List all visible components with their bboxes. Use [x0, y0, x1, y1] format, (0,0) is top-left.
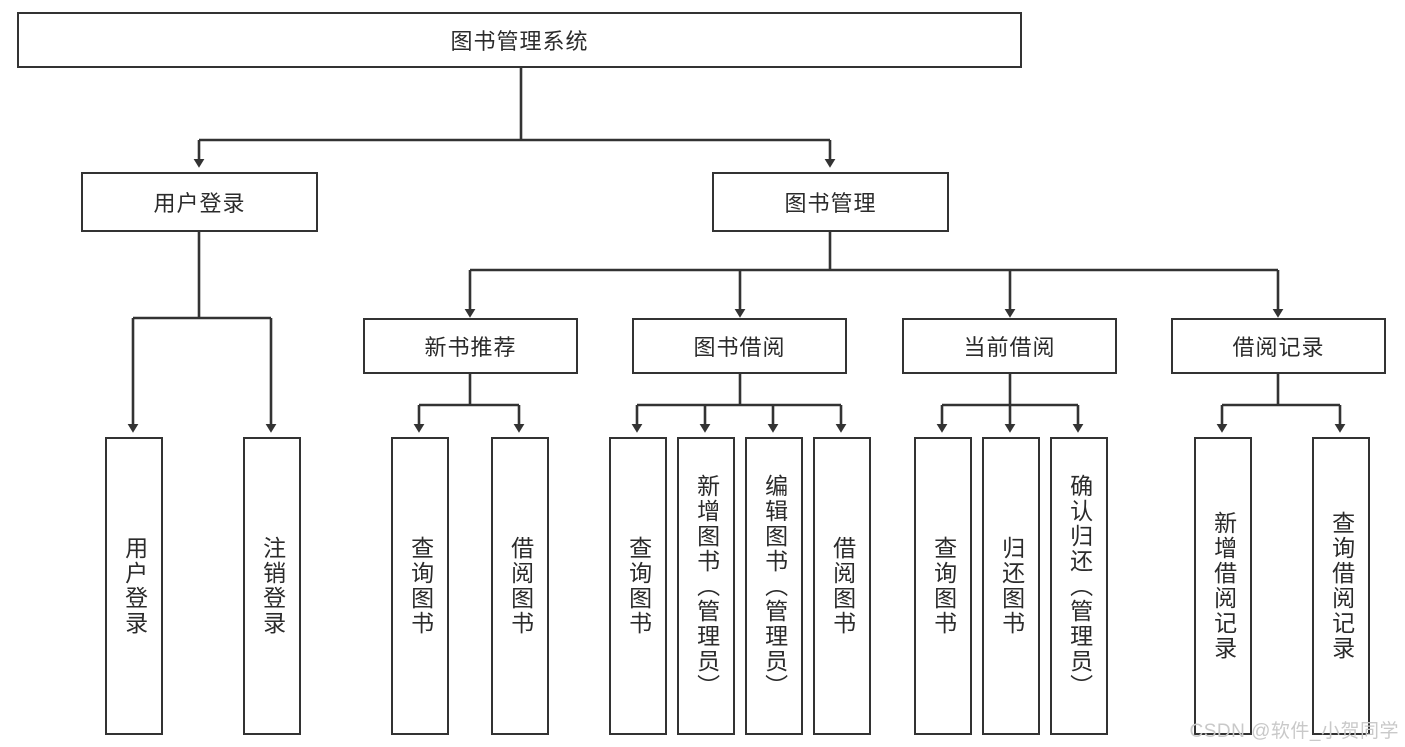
- node-leaf-query-book-1[interactable]: 查询图书: [391, 437, 449, 735]
- node-leaf-add-book[interactable]: 新增图书（管理员）: [677, 437, 735, 735]
- node-book-management[interactable]: 图书管理: [712, 172, 949, 232]
- node-leaf-confirm-return[interactable]: 确认归还（管理员）: [1050, 437, 1108, 735]
- node-leaf-user-login[interactable]: 用户登录: [105, 437, 163, 735]
- node-borrow-record[interactable]: 借阅记录: [1171, 318, 1386, 374]
- node-current-borrow-label: 当前借阅: [963, 335, 1056, 360]
- node-borrow-record-label: 借阅记录: [1232, 335, 1325, 360]
- node-leaf-query-book-3-label: 查询图书: [930, 536, 957, 636]
- node-book-borrow-label: 图书借阅: [693, 335, 786, 360]
- node-leaf-borrow-book-1-label: 借阅图书: [507, 536, 534, 636]
- node-leaf-query-book-2-label: 查询图书: [625, 536, 652, 636]
- node-leaf-return-book[interactable]: 归还图书: [982, 437, 1040, 735]
- node-leaf-edit-book-label: 编辑图书（管理员）: [761, 473, 788, 699]
- node-leaf-borrow-book-2-label: 借阅图书: [829, 536, 856, 636]
- node-current-borrow[interactable]: 当前借阅: [902, 318, 1117, 374]
- node-root[interactable]: 图书管理系统: [17, 12, 1022, 68]
- node-leaf-logout[interactable]: 注销登录: [243, 437, 301, 735]
- node-new-book-recommend-label: 新书推荐: [424, 335, 517, 360]
- node-book-management-label: 图书管理: [784, 191, 877, 216]
- node-leaf-add-record-label: 新增借阅记录: [1210, 511, 1237, 661]
- node-leaf-query-record[interactable]: 查询借阅记录: [1312, 437, 1370, 735]
- node-leaf-user-login-label: 用户登录: [121, 536, 148, 636]
- node-leaf-query-book-2[interactable]: 查询图书: [609, 437, 667, 735]
- node-user-login-label: 用户登录: [153, 191, 246, 216]
- node-leaf-logout-label: 注销登录: [259, 536, 286, 636]
- node-leaf-edit-book[interactable]: 编辑图书（管理员）: [745, 437, 803, 735]
- node-user-login[interactable]: 用户登录: [81, 172, 318, 232]
- node-leaf-return-book-label: 归还图书: [998, 536, 1025, 636]
- node-leaf-add-book-label: 新增图书（管理员）: [693, 473, 720, 699]
- node-new-book-recommend[interactable]: 新书推荐: [363, 318, 578, 374]
- node-leaf-add-record[interactable]: 新增借阅记录: [1194, 437, 1252, 735]
- node-leaf-confirm-return-label: 确认归还（管理员）: [1066, 473, 1093, 699]
- node-root-label: 图书管理系统: [450, 29, 589, 54]
- node-leaf-query-book-3[interactable]: 查询图书: [914, 437, 972, 735]
- node-leaf-borrow-book-1[interactable]: 借阅图书: [491, 437, 549, 735]
- node-book-borrow[interactable]: 图书借阅: [632, 318, 847, 374]
- node-leaf-borrow-book-2[interactable]: 借阅图书: [813, 437, 871, 735]
- node-leaf-query-record-label: 查询借阅记录: [1328, 511, 1355, 661]
- node-leaf-query-book-1-label: 查询图书: [407, 536, 434, 636]
